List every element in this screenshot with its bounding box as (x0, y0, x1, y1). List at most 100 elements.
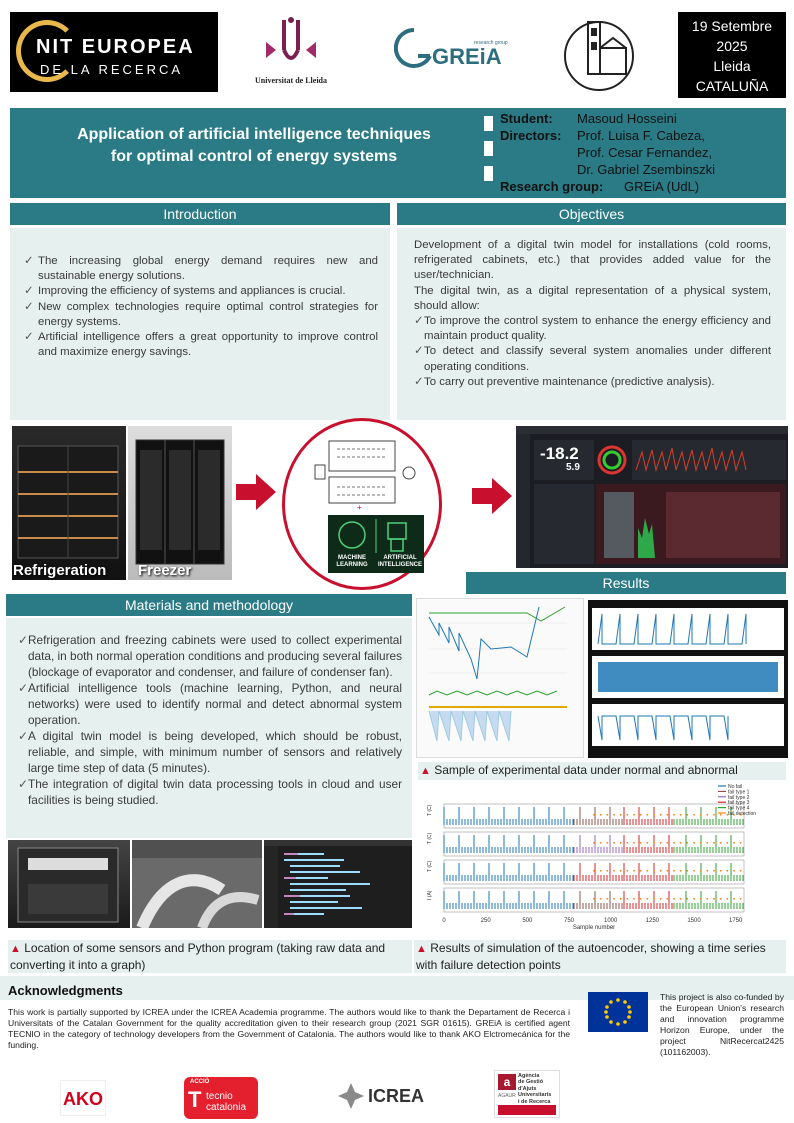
digital-twin-dashboard-screenshot: -18.2 5.9 (516, 426, 788, 568)
objectives-list: ✓To improve the control system to enhanc… (414, 314, 771, 390)
fail-detection-point (686, 897, 689, 900)
udl-emblem-icon (266, 17, 316, 60)
list-item: ✓The integration of digital twin data pr… (18, 777, 402, 807)
experimental-data-chart-photo (416, 598, 584, 758)
legend-entry: fail detection (728, 811, 756, 817)
fail-detection-point (739, 869, 742, 872)
fail-detection-point (733, 841, 735, 844)
ai-label: ARTIFICIAL INTELLIGENCE (378, 555, 423, 568)
materials-list: ✓Refrigeration and freezing cabinets wer… (18, 632, 402, 808)
series-line (573, 863, 623, 881)
accio-label: ACCIÓ (190, 1079, 210, 1085)
series-line (443, 835, 574, 853)
fail-detection-point (653, 897, 655, 900)
fail-detection-point (593, 869, 595, 872)
dashboard-graphic (516, 426, 788, 568)
fail-detection-point (726, 813, 729, 816)
list-item: ✓Artificial intelligence tools (machine … (18, 681, 402, 727)
fail-detection-point (646, 813, 649, 816)
fail-detection-point (599, 813, 602, 816)
objectives-paragraph: The digital twin, as a digital represent… (414, 284, 771, 312)
greia-emblem-icon (394, 27, 432, 68)
udl-logo: Universitat de Lleida (246, 14, 336, 92)
fail-detection-point (679, 869, 682, 872)
fail-detection-point (593, 841, 595, 844)
objectives-paragraph: Development of a digital twin model for … (414, 239, 771, 282)
fail-detection-point (646, 841, 649, 844)
bullet-marker (484, 141, 493, 156)
agaur-logo: a Agència de Gestió d'Ajuts Universitari… (494, 1070, 560, 1118)
date-line-city: Lleida (713, 58, 751, 74)
fail-detection-point (613, 813, 615, 816)
lleida-logo (562, 14, 636, 94)
dashboard-temperature-value: -18.2 (540, 444, 579, 463)
udl-caption: Universitat de Lleida (255, 76, 327, 85)
list-item: ✓A digital twin model is being developed… (18, 729, 402, 775)
student-name: Masoud Hosseini (577, 111, 677, 126)
nit-europea-logo: NIT EUROPEA DE LA RECERCA (10, 12, 218, 92)
icrea-logo: ICREA (336, 1080, 425, 1112)
materials-panel: ✓Refrigeration and freezing cabinets wer… (6, 618, 412, 838)
fail-detection-point (666, 869, 669, 872)
fail-detection-point (673, 841, 675, 844)
fail-detection-point (699, 813, 702, 816)
y-axis-label: T (C) (427, 860, 433, 872)
fail-detection-point (626, 897, 629, 900)
series-line (573, 835, 623, 853)
nit-logo-line1: NIT EUROPEA (36, 36, 195, 58)
fail-detection-point (686, 869, 689, 872)
eu-flag-icon (588, 992, 648, 1032)
fail-detection-point (739, 813, 742, 816)
y-axis-label: T (C) (427, 804, 433, 816)
fail-detection-point (639, 897, 642, 900)
fail-detection-point (739, 841, 742, 844)
fail-detection-point (633, 897, 635, 900)
x-axis-label: Sample number (573, 925, 615, 931)
normal-abnormal-plots-screenshot (588, 600, 788, 758)
poster-title-line1: Application of artificial intelligence t… (77, 126, 431, 143)
fail-detection-point (693, 813, 695, 816)
fail-detection-point (653, 869, 655, 872)
freezer-label: Freezer (138, 562, 192, 579)
fail-detection-point (673, 869, 675, 872)
fail-detection-point (726, 897, 729, 900)
legend-entry: No fail (728, 784, 742, 790)
y-axis-label: I (A) (427, 890, 433, 900)
refrigeration-label: Refrigeration (13, 562, 107, 579)
fail-detection-point (593, 813, 595, 816)
check-icon: ✓ (414, 315, 424, 328)
fail-detection-point (639, 813, 642, 816)
icrea-text: ICREA (368, 1086, 425, 1106)
fail-detection-point (633, 841, 635, 844)
freezer-cabinet-photo: Freezer (128, 426, 232, 580)
fail-detection-point (713, 841, 715, 844)
fail-detection-point (626, 813, 629, 816)
hoses-graphic (132, 840, 262, 928)
fail-detection-point (693, 841, 695, 844)
tecnio-line2: catalonia (206, 1102, 247, 1113)
series-line (673, 891, 744, 909)
fail-detection-point (666, 841, 669, 844)
agaur-name: Agència de Gestió d'Ajuts Universitaris … (518, 1073, 552, 1105)
fail-detection-point (619, 869, 622, 872)
title-band (10, 108, 786, 198)
cabinet-interior-graphic (17, 847, 119, 923)
brain-robot-icon (338, 519, 407, 553)
series-line (623, 835, 673, 853)
fail-detection-point (673, 813, 675, 816)
ako-logo: AKO (60, 1080, 106, 1116)
eu-funding-text: This project is also co-funded by the Eu… (660, 992, 784, 1057)
fail-detection-point (613, 897, 615, 900)
fail-detection-point (626, 869, 629, 872)
fail-detection-point (699, 869, 702, 872)
acknowledgments-text: This work is partially supported by ICRE… (8, 1007, 570, 1050)
fail-detection-point (699, 841, 702, 844)
legend-entry: fail type 1 (728, 789, 750, 795)
fail-detection-point (606, 897, 609, 900)
check-icon: ✓ (24, 285, 34, 298)
series-line (623, 863, 673, 881)
agaur-abbr: AGAUR (498, 1093, 516, 1099)
acknowledgments-heading: Acknowledgments (8, 983, 123, 998)
materials-caption: ▲ Location of some sensors and Python pr… (8, 940, 412, 973)
fail-detection-point (633, 869, 635, 872)
